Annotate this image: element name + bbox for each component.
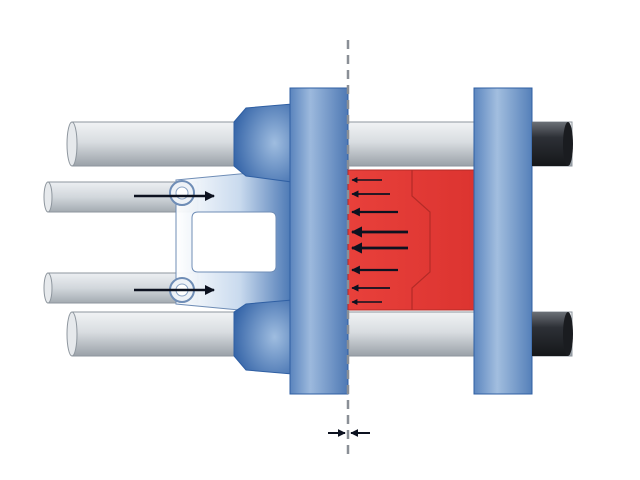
mold-cavity [347,169,477,311]
fixed-platen [473,87,533,395]
lower-hub [233,299,293,375]
cavity-pressure-arrows [350,177,408,305]
upper-hub [233,103,293,183]
upper-tie-bar-nut [532,122,573,166]
moving-platen [289,87,349,395]
lower-tie-bar-nut [532,312,573,356]
toggle-force-arrows [134,191,215,295]
